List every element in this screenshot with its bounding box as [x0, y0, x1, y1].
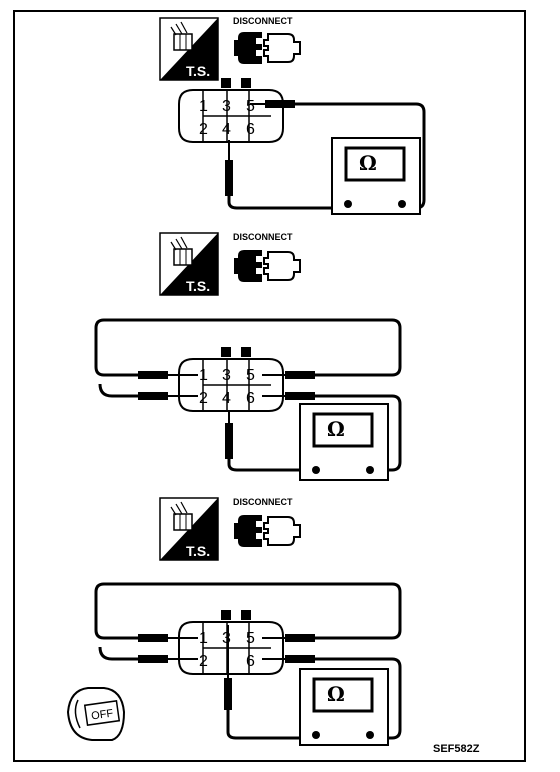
- probe-pin-4: [225, 423, 233, 459]
- ohm-symbol: Ω: [327, 417, 345, 441]
- disconnect-connector-icon: [233, 31, 301, 65]
- disconnect-label: DISCONNECT: [233, 497, 293, 507]
- figure-border: [13, 10, 526, 762]
- probe-pin-1: [138, 371, 168, 379]
- step-2: T.S. DISCONNECT 1 3 5 2 4 6 Ω: [94, 232, 402, 482]
- probe-pin-1: [138, 634, 168, 642]
- pin-5: 5: [246, 98, 255, 115]
- pin-2: 2: [199, 653, 208, 670]
- pin-6: 6: [246, 390, 255, 407]
- probe-pin-3: [224, 678, 232, 710]
- probe-pin-5: [285, 634, 315, 642]
- pin-3: 3: [222, 98, 231, 115]
- probe-pin-5: [285, 371, 315, 379]
- step-3: T.S. DISCONNECT 1 3 5 2 6 Ω OFF: [66, 497, 480, 755]
- ohmmeter: [330, 136, 422, 216]
- ignition-off-icon: OFF: [66, 687, 126, 741]
- pin-4: 4: [222, 390, 231, 407]
- ts-label: T.S.: [186, 543, 210, 559]
- ohm-symbol: Ω: [327, 682, 345, 706]
- pin-6: 6: [246, 121, 255, 138]
- lead-black: [227, 459, 316, 472]
- jumper-wire-2: [98, 383, 138, 398]
- lead-black: [227, 196, 348, 210]
- harness-connector-3: [178, 609, 284, 675]
- lead-red: [315, 394, 402, 472]
- pin-1: 1: [199, 630, 208, 647]
- lead-black: [226, 710, 316, 740]
- harness-connector-1: [178, 77, 284, 143]
- disconnect-connector-icon: [233, 514, 301, 548]
- pin-4: 4: [222, 121, 231, 138]
- lead-red: [315, 657, 402, 740]
- disconnect-label: DISCONNECT: [233, 232, 293, 242]
- probe-pin-4: [225, 160, 233, 196]
- pin-1: 1: [199, 367, 208, 384]
- figure-code: SEF582Z: [433, 743, 480, 755]
- ohm-symbol: Ω: [359, 151, 377, 175]
- disconnect-connector-icon: [233, 249, 301, 283]
- pin-3: 3: [222, 630, 231, 647]
- disconnect-label: DISCONNECT: [233, 16, 293, 26]
- jumper-wire-2: [98, 646, 138, 661]
- probe-pin-2: [138, 655, 168, 663]
- jumper-wire-1-5: [94, 582, 402, 640]
- harness-connector-2: [178, 346, 284, 412]
- probe-pin-6: [285, 655, 315, 663]
- pin-6: 6: [246, 653, 255, 670]
- ts-label: T.S.: [186, 278, 210, 294]
- probe-pin-5: [265, 100, 295, 108]
- ignition-off-label: OFF: [91, 707, 115, 722]
- step-1: T.S. DISCONNECT 1 3 5 2 4 6 Ω: [159, 16, 426, 216]
- ohmmeter: [298, 402, 390, 482]
- pin-2: 2: [199, 390, 208, 407]
- probe-pin-6: [285, 392, 315, 400]
- pin-1: 1: [199, 98, 208, 115]
- pin-5: 5: [246, 630, 255, 647]
- pin-2: 2: [199, 121, 208, 138]
- probe-pin-2: [138, 392, 168, 400]
- pin-3: 3: [222, 367, 231, 384]
- jumper-wire-1-5: [94, 318, 402, 377]
- ts-label: T.S.: [186, 63, 210, 79]
- ohmmeter: [298, 667, 390, 747]
- pin-5: 5: [246, 367, 255, 384]
